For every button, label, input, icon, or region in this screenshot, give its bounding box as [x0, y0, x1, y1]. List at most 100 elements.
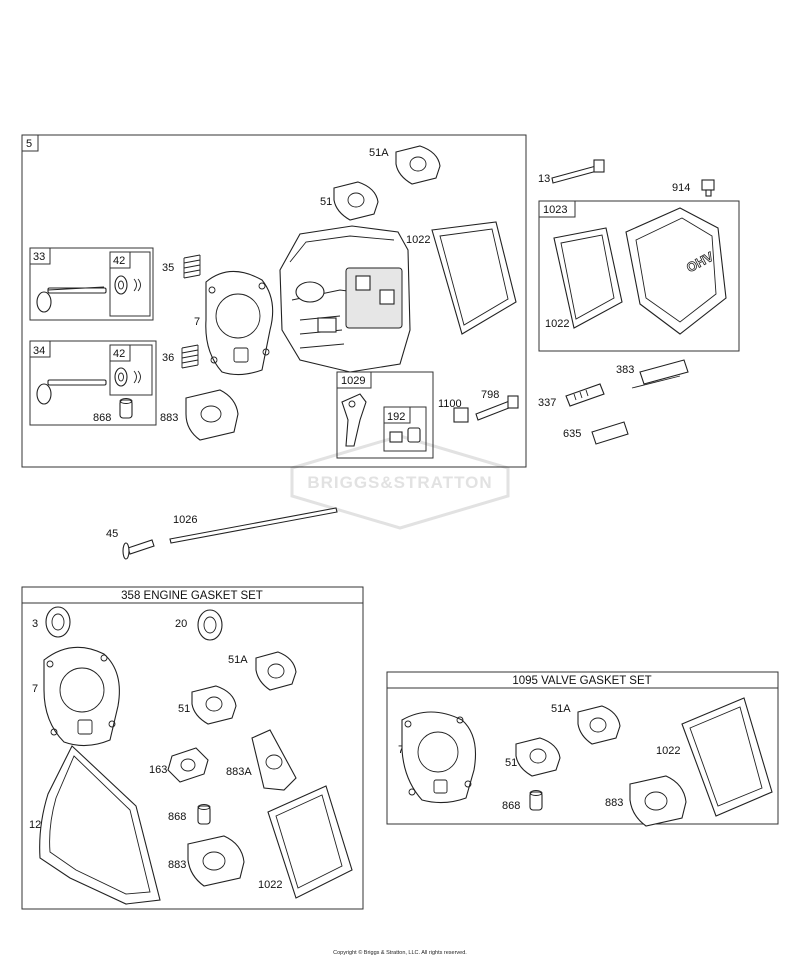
label-868[interactable]: 868	[93, 412, 111, 424]
rocker-nut-box-label[interactable]: 192	[387, 411, 405, 423]
label-3[interactable]: 3	[32, 618, 38, 630]
exhaust-valve-box	[29, 340, 157, 426]
intake-gasket-883[interactable]	[185, 389, 239, 441]
group-label[interactable]: 5	[26, 138, 32, 150]
retainer-box-label-b[interactable]: 42	[113, 348, 125, 360]
exhaust-gasket-51A[interactable]	[395, 145, 441, 185]
label-883[interactable]: 883	[168, 859, 186, 871]
valve-gasket-title[interactable]: 1095 VALVE GASKET SET	[512, 675, 651, 687]
rocker-arm[interactable]	[341, 393, 367, 447]
gasket-883A[interactable]	[251, 729, 297, 791]
label-883A[interactable]: 883A	[226, 766, 252, 778]
exhaust-gasket-51A[interactable]	[577, 705, 621, 745]
label-868[interactable]: 868	[168, 811, 186, 823]
pushrod-1026[interactable]	[169, 507, 338, 544]
label-1100[interactable]: 1100	[438, 398, 462, 410]
cover-gasket-1022[interactable]	[267, 785, 353, 899]
label-36[interactable]: 36	[162, 352, 174, 364]
intake-gasket-883[interactable]	[629, 775, 687, 827]
head-gasket-7[interactable]	[205, 270, 274, 376]
intake-valve[interactable]	[36, 286, 107, 313]
rocker-nut-192[interactable]	[389, 427, 421, 443]
label-337[interactable]: 337	[538, 397, 556, 409]
valve-gasket-frame	[386, 671, 779, 825]
intake-gasket-883[interactable]	[187, 835, 245, 887]
cover-gasket-1022[interactable]	[681, 697, 773, 817]
engine-gasket-frame	[21, 586, 364, 910]
label-45[interactable]: 45	[106, 528, 118, 540]
rocker-box-label[interactable]: 1029	[341, 375, 365, 387]
nut-1100[interactable]	[453, 407, 469, 423]
plug-boot-635[interactable]	[591, 421, 629, 445]
cover-box-label[interactable]: 1023	[543, 204, 567, 216]
oil-seal-3[interactable]	[45, 606, 71, 638]
engine-gasket-set: 358 ENGINE GASKET SET 3 20 51A 7 51	[21, 586, 364, 910]
label-7[interactable]: 7	[398, 744, 404, 756]
exhaust-valve-label[interactable]: 34	[33, 345, 45, 357]
port-gasket-51[interactable]	[333, 181, 379, 221]
label-1026[interactable]: 1026	[173, 514, 197, 526]
label-163[interactable]: 163	[149, 764, 167, 776]
intake-valve-box	[29, 247, 154, 321]
label-635[interactable]: 635	[563, 428, 581, 440]
valve-cover[interactable]: OHV	[625, 207, 727, 335]
retainer-box-label-a[interactable]: 42	[113, 255, 125, 267]
valve-guide-868[interactable]	[119, 398, 133, 419]
label-20[interactable]: 20	[175, 618, 187, 630]
label-51[interactable]: 51	[505, 757, 517, 769]
exhaust-gasket-51A[interactable]	[255, 651, 297, 691]
pushrod-group: 45 1026	[106, 507, 338, 560]
valve-spring-35[interactable]	[183, 254, 201, 279]
label-868[interactable]: 868	[502, 800, 520, 812]
carburetor-gasket-163[interactable]	[167, 747, 209, 783]
oil-seal-20[interactable]	[197, 609, 223, 641]
port-gasket-51[interactable]	[515, 737, 561, 777]
label-1022[interactable]: 1022	[258, 879, 282, 891]
label-51[interactable]: 51	[320, 196, 332, 208]
label-883[interactable]: 883	[605, 797, 623, 809]
cover-gasket-1022[interactable]	[553, 227, 623, 329]
spark-plug-337[interactable]	[565, 383, 605, 407]
label-35[interactable]: 35	[162, 262, 174, 274]
cover-gasket-1022[interactable]	[431, 221, 517, 335]
label-51A[interactable]: 51A	[369, 147, 389, 159]
cover-box	[538, 200, 740, 352]
watermark-text: BRIGGS&STRATTON	[307, 473, 492, 492]
label-883[interactable]: 883	[160, 412, 178, 424]
label-12[interactable]: 12	[29, 819, 41, 831]
intake-valve-label[interactable]: 33	[33, 251, 45, 263]
spark-plug-cap-383[interactable]	[631, 359, 689, 389]
head-gasket-7[interactable]	[401, 711, 477, 804]
head-gasket-7[interactable]	[43, 646, 120, 747]
valve-spring-36[interactable]	[181, 344, 199, 369]
label-383[interactable]: 383	[616, 364, 634, 376]
label-1022[interactable]: 1022	[656, 745, 680, 757]
group-frame	[21, 134, 527, 468]
tappet-45[interactable]	[122, 539, 155, 560]
stud-798[interactable]	[475, 395, 519, 421]
label-51A[interactable]: 51A	[228, 654, 248, 666]
valve-guide-868[interactable]	[529, 790, 543, 811]
valve-guide-868[interactable]	[197, 804, 211, 825]
bolt-13[interactable]	[551, 159, 605, 184]
label-798[interactable]: 798	[481, 389, 499, 401]
label-7[interactable]: 7	[32, 683, 38, 695]
valve-gasket-set: 1095 VALVE GASKET SET 51A 7 1022 51 868	[386, 671, 779, 827]
label-7[interactable]: 7	[194, 316, 200, 328]
engine-gasket-title[interactable]: 358 ENGINE GASKET SET	[121, 590, 263, 602]
copyright-notice: Copyright © Briggs & Stratton, LLC. All …	[333, 950, 467, 956]
port-gasket-51[interactable]	[191, 685, 237, 725]
label-914[interactable]: 914	[672, 182, 690, 194]
label-1022[interactable]: 1022	[406, 234, 430, 246]
crankcase-gasket-12[interactable]	[39, 745, 161, 905]
screw-914[interactable]	[701, 179, 715, 197]
label-51A[interactable]: 51A	[551, 703, 571, 715]
valve-retainer-a[interactable]	[114, 275, 141, 295]
label-13[interactable]: 13	[538, 173, 550, 185]
label-51[interactable]: 51	[178, 703, 190, 715]
exhaust-valve[interactable]	[36, 379, 107, 405]
label-1022[interactable]: 1022	[545, 318, 569, 330]
valve-retainer-b[interactable]	[114, 367, 141, 387]
cylinder-head[interactable]	[279, 225, 411, 373]
